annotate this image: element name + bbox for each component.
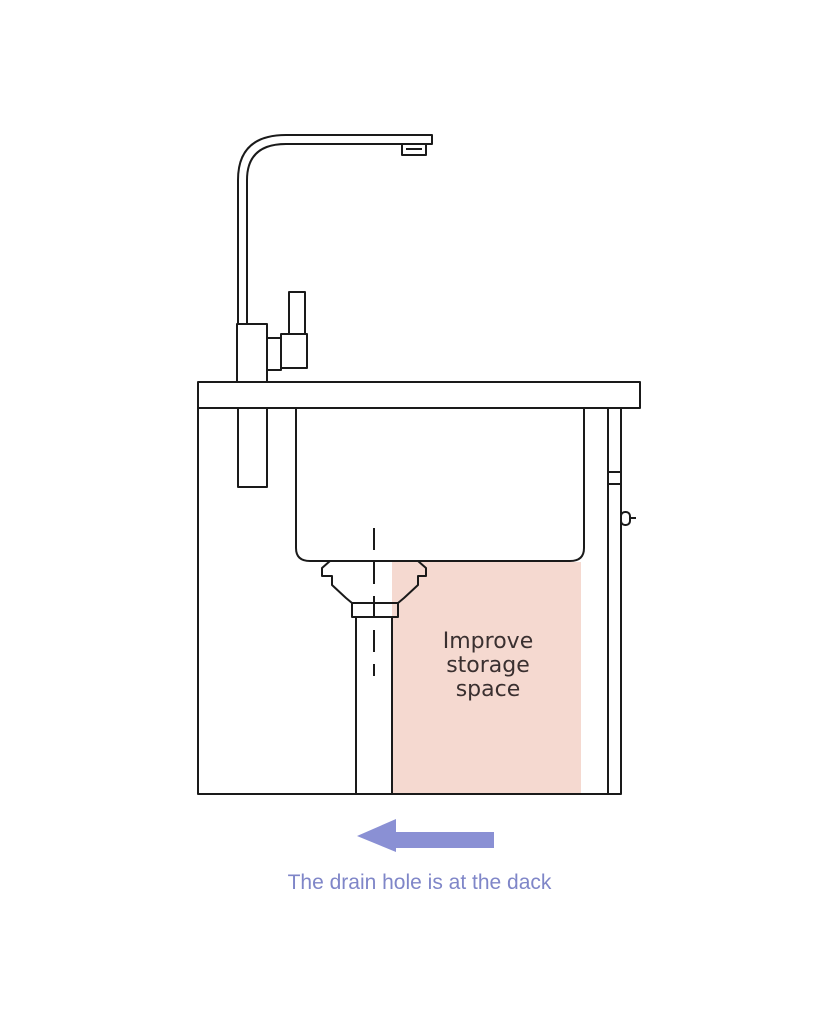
sink-basin xyxy=(295,408,585,562)
faucet-handle-connector xyxy=(266,337,282,371)
faucet-shank xyxy=(237,407,268,488)
drain-hole-caption: The drain hole is at the dack xyxy=(287,871,552,894)
storage-label-line-2: storage xyxy=(446,653,530,678)
faucet-spout xyxy=(237,134,433,324)
faucet-aerator xyxy=(401,143,427,156)
faucet-lever xyxy=(288,291,306,335)
storage-space-area xyxy=(392,562,581,794)
faucet-body xyxy=(236,323,268,383)
faucet-handle xyxy=(280,333,308,369)
storage-label-line-1: Improve xyxy=(442,629,534,654)
left-arrow-icon xyxy=(357,819,494,852)
cabinet-frame xyxy=(197,408,622,795)
countertop xyxy=(197,381,641,409)
drain-pipe xyxy=(355,617,393,794)
cabinet-door-knob xyxy=(620,511,631,526)
storage-label-line-3: space xyxy=(455,677,521,702)
storage-space-label: Improve storage space xyxy=(430,630,546,702)
